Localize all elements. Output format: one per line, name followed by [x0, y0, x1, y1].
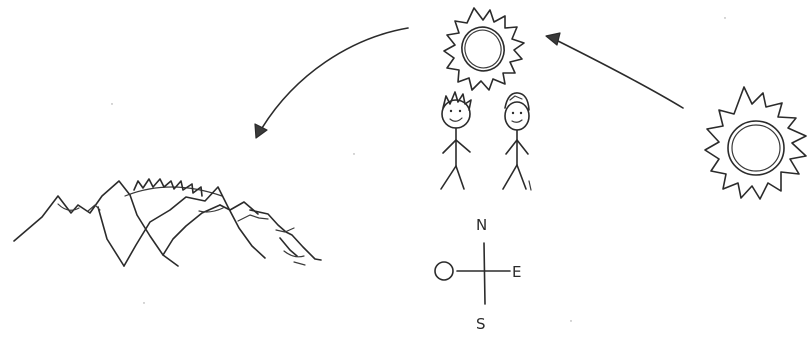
compass-rose: N E S — [435, 216, 521, 333]
stick-figure-icon — [503, 93, 531, 190]
compass-east-label: E — [512, 263, 521, 281]
stick-figure-icon — [441, 92, 471, 189]
rising-sun-icon — [705, 87, 806, 199]
arrow-east-to-noon — [546, 33, 683, 108]
arrow-noon-to-west — [255, 28, 408, 138]
overhead-sun-icon — [444, 8, 524, 90]
mountain-range-icon — [14, 179, 321, 266]
paper-speck — [111, 17, 725, 321]
compass-south-label: S — [476, 315, 486, 333]
compass-north-label: N — [476, 216, 487, 234]
